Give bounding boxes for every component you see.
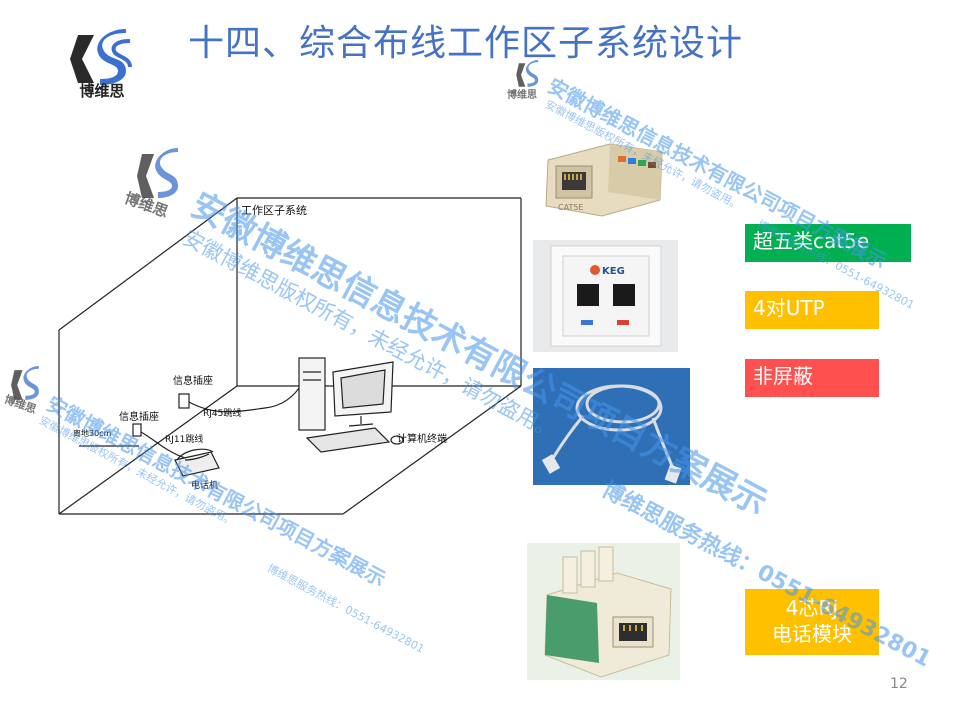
keystone-mark: CAT5E [558, 203, 583, 212]
label-computer: 计算机终端 [397, 432, 447, 445]
tag-phone-module: 4芯RJ 电话模块 [745, 589, 879, 655]
faceplate-image: KEG [533, 240, 678, 352]
tag-phone-module-line2: 电话模块 [772, 622, 852, 646]
patch-cable-image [533, 368, 690, 485]
telephone-module-image [527, 543, 680, 680]
keystone-jack-image: CAT5E [540, 130, 670, 220]
company-logo-icon [68, 27, 136, 91]
label-outlet-upper: 信息插座 [173, 374, 213, 387]
label-rj45: RJ45跳线 [203, 407, 241, 419]
label-phone: 电话机 [191, 479, 218, 491]
slide-title: 十四、综合布线工作区子系统设计 [188, 23, 744, 64]
diagram-title: 工作区子系统 [241, 204, 307, 217]
watermark-logo-icon [137, 148, 178, 198]
label-height: 离地30cm [73, 428, 112, 438]
faceplate-brand: KEG [602, 266, 625, 277]
page-number: 12 [890, 676, 908, 692]
watermark-logo-icon [11, 366, 39, 400]
label-outlet-lower: 信息插座 [119, 410, 159, 423]
tag-phone-module-line1: 4芯RJ [785, 596, 839, 620]
watermark-logo-icon [516, 60, 539, 87]
label-rj11: RJ11跳线 [165, 433, 203, 445]
tag-cat5e: 超五类cat5e [745, 224, 911, 262]
work-area-diagram: 工作区子系统 信息插座 RJ45跳线 计算机终端 信息插座 离地30cm RJ1… [58, 197, 522, 515]
tag-4-pair-utp: 4对UTP [745, 291, 879, 329]
tag-unshielded: 非屏蔽 [745, 359, 879, 397]
logo-text: 博维思 [79, 82, 125, 100]
watermark-logo-text: 博维思 [507, 90, 537, 101]
